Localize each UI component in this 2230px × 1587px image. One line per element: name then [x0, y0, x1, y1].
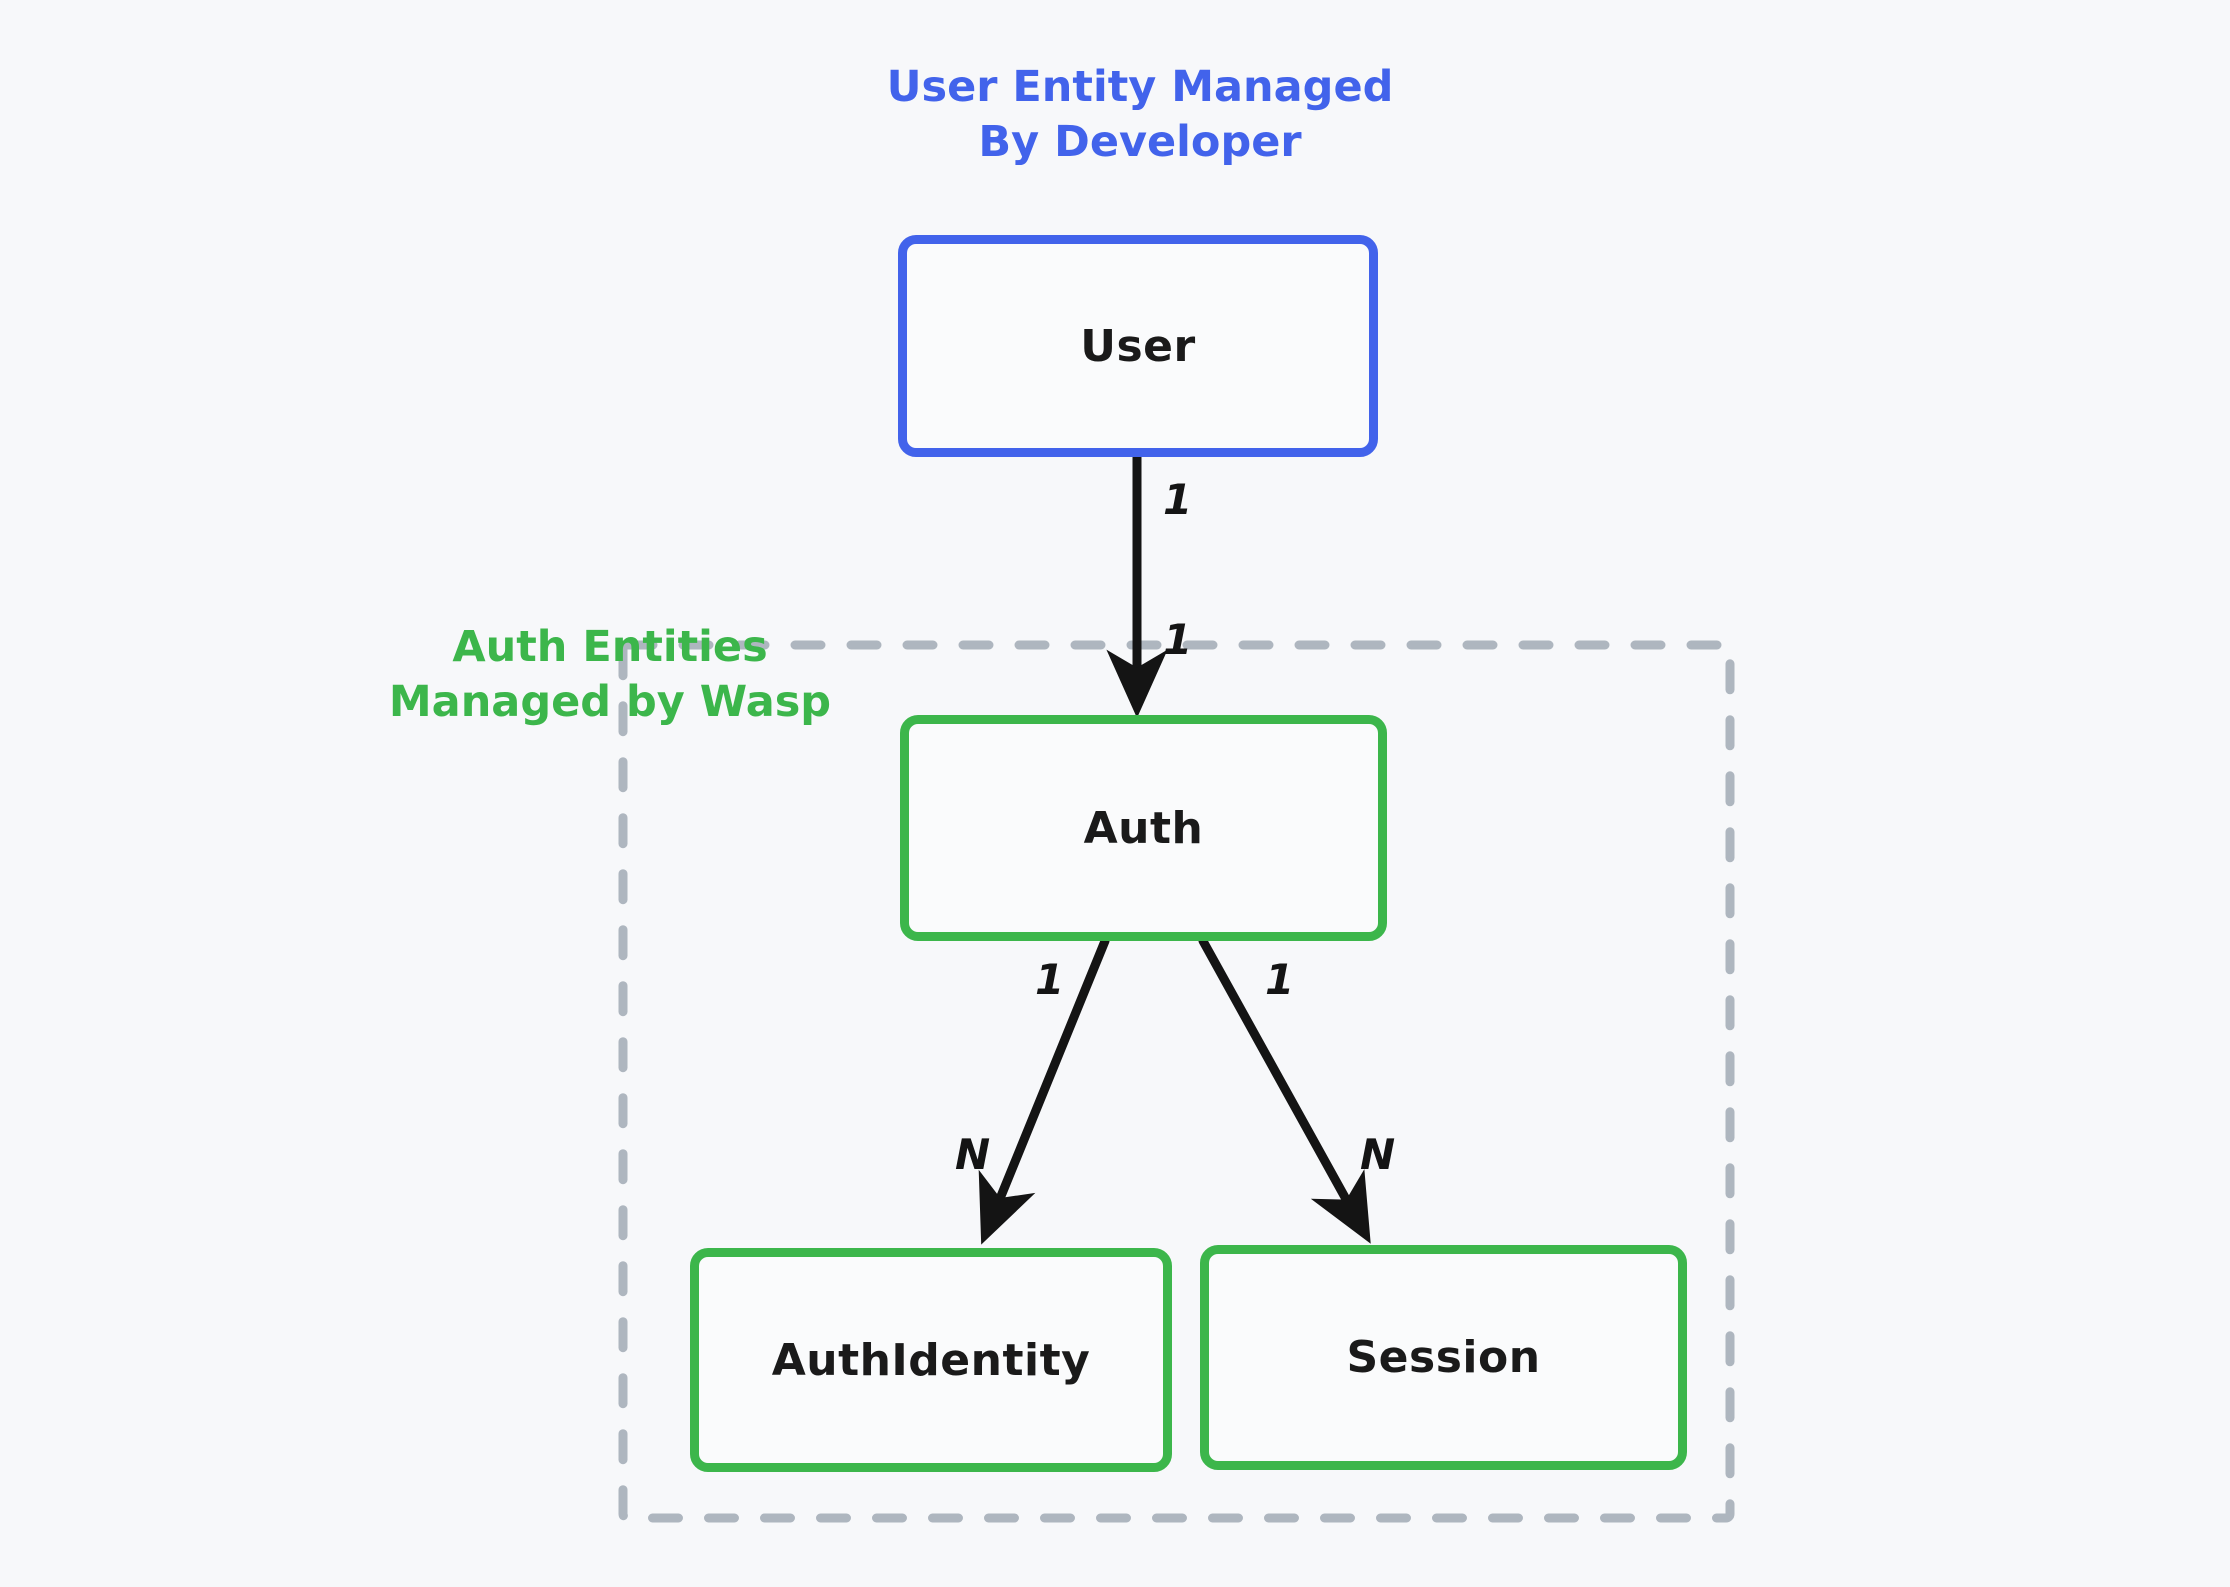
- node-user-label: User: [1080, 320, 1196, 372]
- edge-auth-session: [1198, 936, 1371, 1244]
- cardinality-auth-session-to: N: [1360, 1130, 1396, 1179]
- node-user[interactable]: User: [898, 235, 1378, 457]
- caption-auth-entities-group: Auth Entities Managed by Wasp: [388, 622, 832, 728]
- caption-user-entity-group: User Entity Managed By Developer: [886, 62, 1394, 168]
- node-auth-label: Auth: [1083, 802, 1204, 854]
- cardinality-auth-authidentity-to: N: [955, 1130, 991, 1179]
- node-authidentity[interactable]: AuthIdentity: [690, 1248, 1172, 1472]
- node-session-label: Session: [1346, 1332, 1541, 1383]
- auth-group-frame: [618, 640, 1735, 1523]
- edge-auth-authidentity: [978, 936, 1110, 1245]
- cardinality-auth-session-from: 1: [1265, 955, 1295, 1004]
- node-session[interactable]: Session: [1200, 1245, 1687, 1470]
- node-auth[interactable]: Auth: [900, 715, 1387, 941]
- node-authidentity-label: AuthIdentity: [771, 1334, 1091, 1386]
- cardinality-user-auth-to: 1: [1163, 615, 1193, 664]
- cardinality-user-auth-from: 1: [1163, 475, 1193, 524]
- cardinality-auth-authidentity-from: 1: [1035, 955, 1065, 1004]
